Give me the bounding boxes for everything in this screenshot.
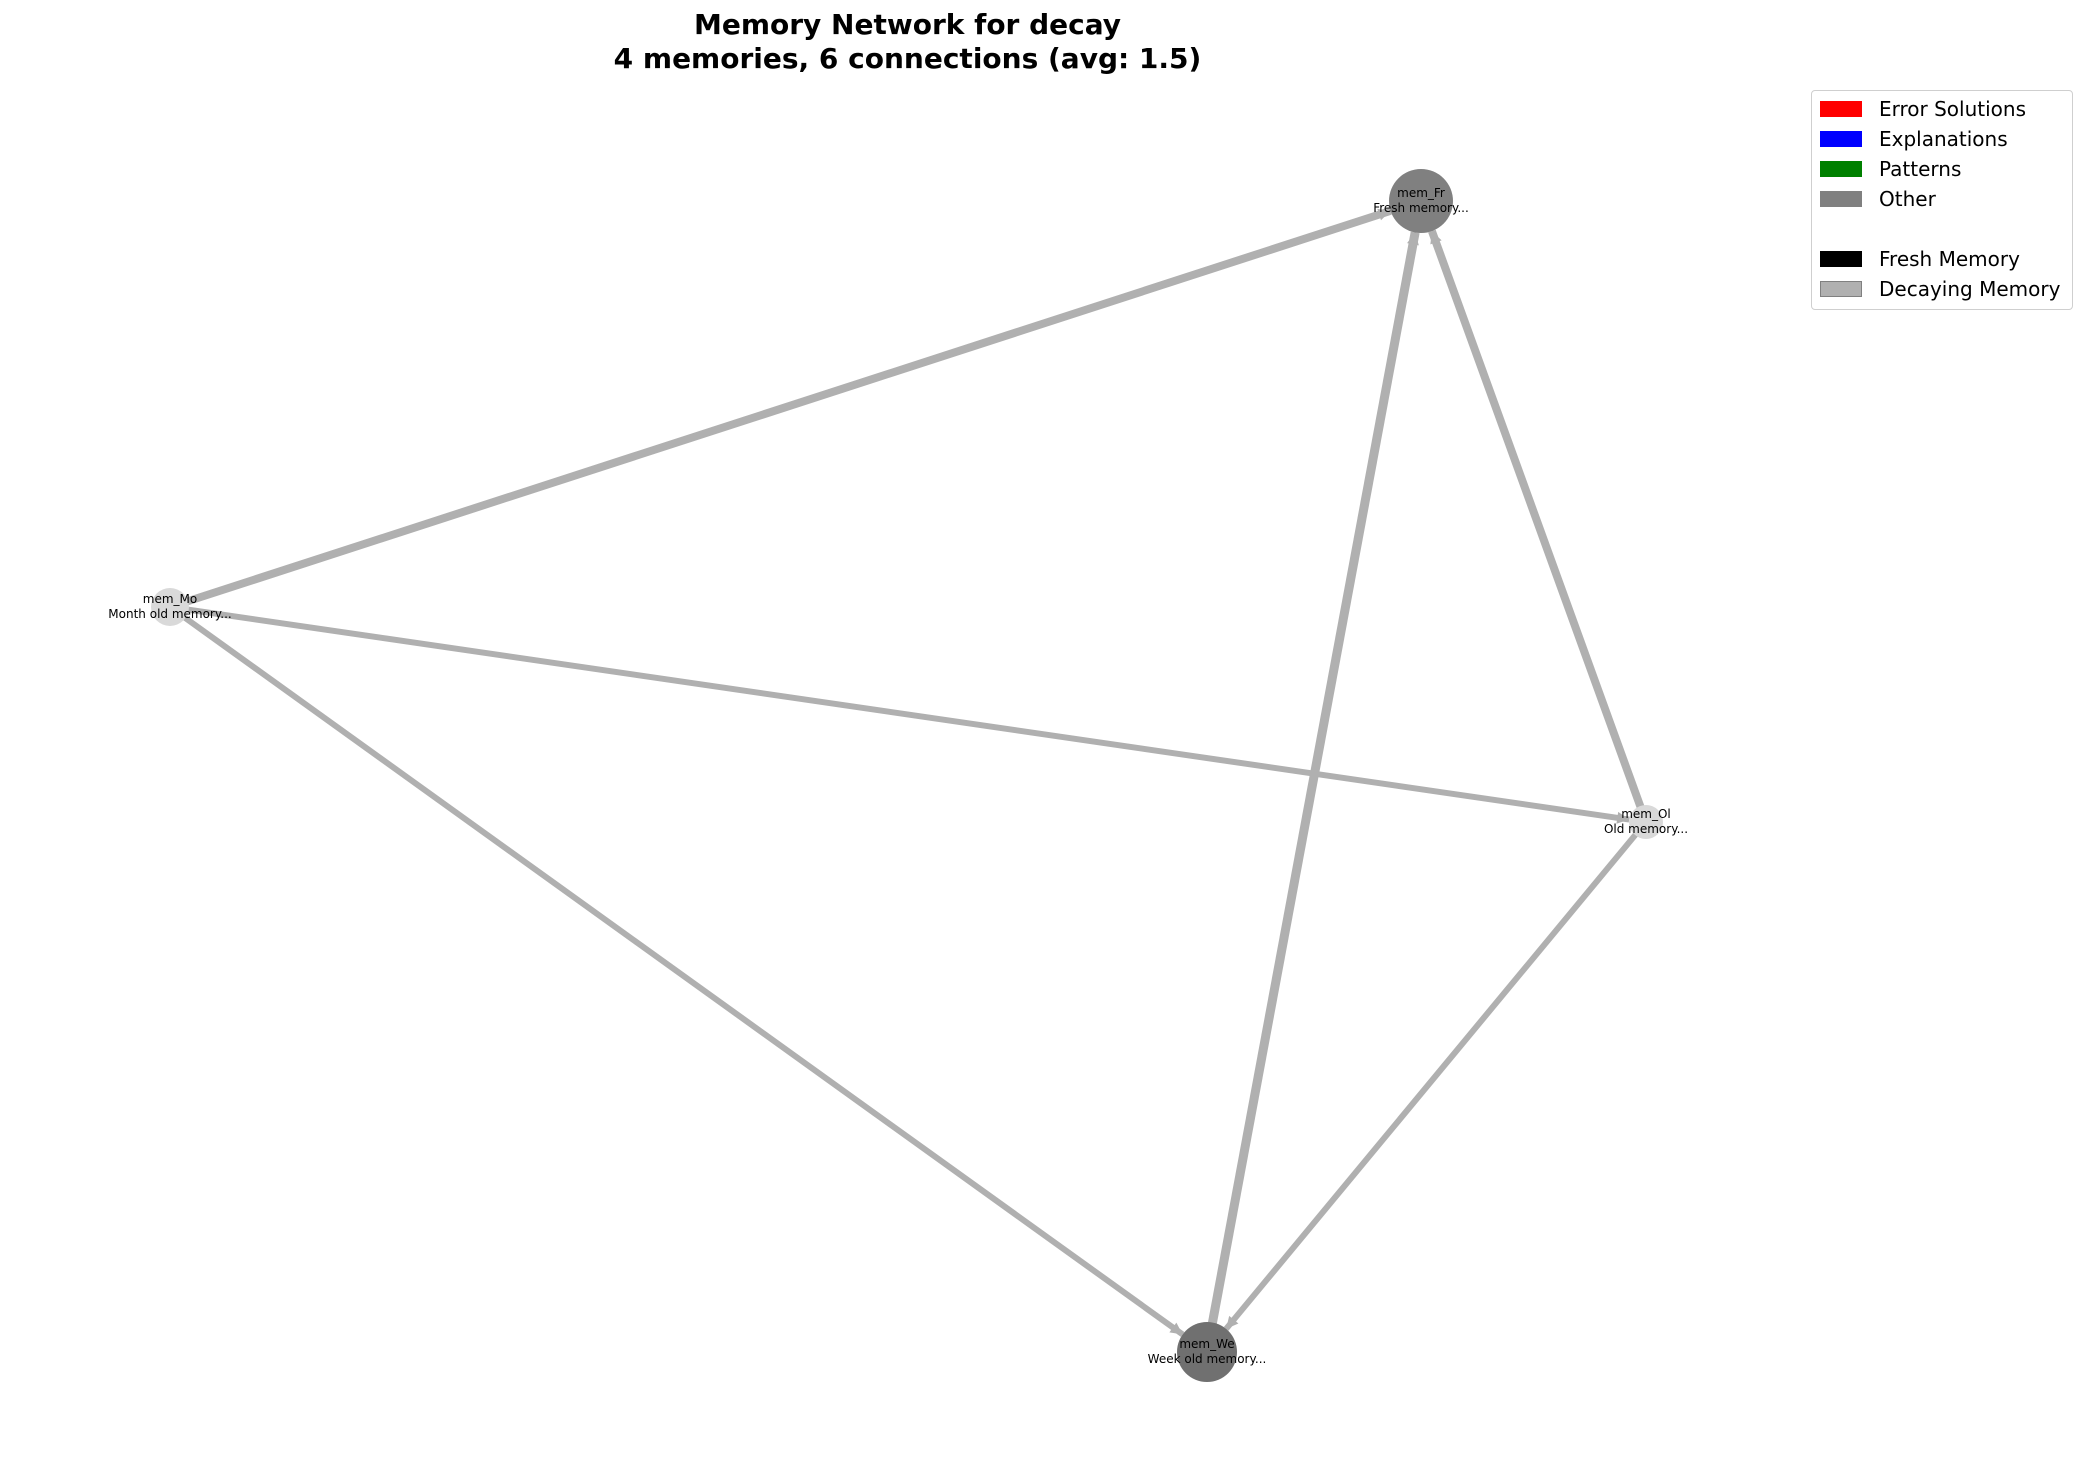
edge-we-fr: [1202, 231, 1420, 1353]
node-desc-label: Week old memory...: [1148, 1352, 1267, 1366]
legend-label: Fresh Memory: [1879, 247, 2020, 271]
legend-item-error-solutions: Error Solutions: [1820, 97, 2026, 121]
legend-item-explanations: Explanations: [1820, 127, 2008, 151]
legend-item-fresh-memory: Fresh Memory: [1820, 247, 2020, 271]
node-desc-label: Month old memory...: [108, 607, 231, 621]
legend-swatch-fresh-memory: [1820, 251, 1862, 267]
legend-label: Patterns: [1879, 157, 1962, 181]
node-desc-label: Fresh memory...: [1373, 201, 1469, 215]
legend-swatch-error-solutions: [1820, 101, 1862, 117]
legend-item-decaying-memory: Decaying Memory: [1820, 277, 2060, 301]
node-circle: [1389, 169, 1453, 233]
legend-label: Other: [1879, 187, 1936, 211]
edge-arrow-mo-we: [1169, 1322, 1183, 1335]
node-name-label: mem_Fr: [1397, 186, 1445, 200]
legend-swatch-decaying-memory: [1820, 281, 1862, 297]
legend-item-patterns: Patterns: [1820, 157, 1961, 181]
node-circle: [151, 588, 189, 626]
node-name-label: mem_We: [1179, 1337, 1234, 1351]
node-name-label: mem_Mo: [143, 592, 197, 606]
chart-title: Memory Network for decay 4 memories, 6 c…: [0, 8, 1815, 76]
edge-mo-ol: [169, 604, 1630, 823]
edge-mo-we: [168, 604, 1185, 1337]
node-circle: [1629, 805, 1663, 839]
edge-arrow-mo-ol: [1616, 811, 1630, 824]
legend-label: Error Solutions: [1879, 97, 2027, 121]
legend-swatch-patterns: [1820, 161, 1862, 177]
node-desc-label: Old memory...: [1604, 822, 1688, 836]
legend-label: Decaying Memory: [1879, 277, 2061, 301]
title-line-1: Memory Network for decay: [693, 8, 1122, 41]
edge-ol-we: [1223, 820, 1649, 1331]
node-circle: [1177, 1322, 1237, 1382]
legend-item-other: Other: [1820, 187, 1936, 211]
legend-swatch-other: [1820, 191, 1862, 207]
edge-ol-fr: [1428, 229, 1650, 824]
edge-arrow-ol-fr: [1430, 231, 1442, 245]
legend: Error Solutions Explanations Patterns Ot…: [1811, 90, 2073, 310]
legend-swatch-explanations: [1820, 131, 1862, 147]
legend-label: Explanations: [1879, 127, 2008, 151]
node-name-label: mem_Ol: [1621, 807, 1671, 821]
edge-arrow-ol-we: [1226, 1315, 1239, 1329]
edge-arrow-we-fr: [1407, 232, 1419, 246]
edge-mo-fr: [168, 207, 1392, 611]
edges-layer: [168, 207, 1650, 1353]
edge-arrow-mo-fr: [1377, 208, 1391, 221]
title-line-2: 4 memories, 6 connections (avg: 1.5): [613, 42, 1202, 75]
